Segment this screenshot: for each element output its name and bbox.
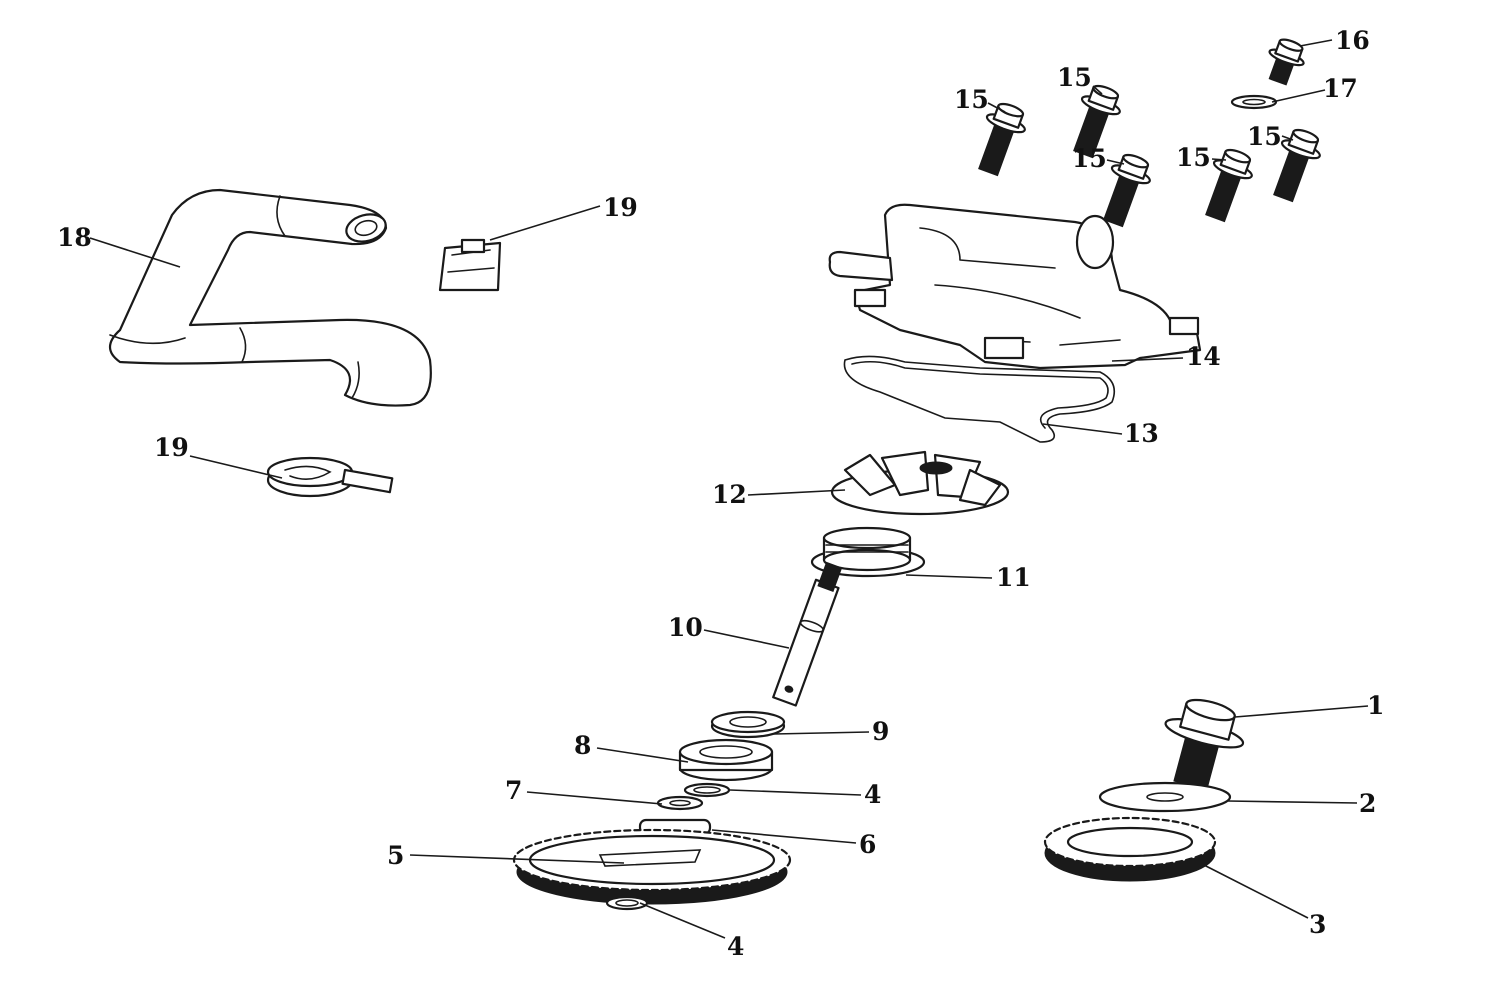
drive-gear-part (1043, 816, 1217, 882)
callout-15-c: 15 (1072, 144, 1107, 173)
shaft-part (772, 561, 843, 707)
callout-10: 10 (668, 613, 703, 642)
callout-11: 11 (996, 563, 1031, 592)
callout-4-upper: 4 (864, 780, 881, 809)
washer-large-part (1098, 781, 1232, 813)
circlip-lower-part (605, 895, 649, 911)
callout-17: 17 (1323, 74, 1358, 103)
callout-6: 6 (859, 830, 876, 859)
sealing-washer-part (1230, 94, 1278, 110)
callout-labels: 1 2 3 4 4 5 6 7 8 9 10 11 12 13 14 15 15… (57, 26, 1384, 961)
gasket-part (843, 355, 1116, 443)
flange-bolt-part (1164, 698, 1245, 791)
callout-18: 18 (57, 223, 92, 252)
seal-part (810, 526, 926, 578)
hose-part (108, 188, 432, 407)
short-bolt-part (1268, 38, 1305, 86)
pump-cover-part (828, 203, 1202, 370)
callout-4-lower: 4 (727, 932, 744, 961)
callout-14: 14 (1186, 342, 1221, 371)
callout-15-b: 15 (1057, 63, 1092, 92)
hose-clamp-upper-part (438, 238, 502, 292)
callout-19-lower: 19 (154, 433, 189, 462)
impeller-part (830, 450, 1010, 516)
circlip-upper-part (683, 782, 731, 798)
callout-16: 16 (1335, 26, 1370, 55)
callout-15-d: 15 (1176, 143, 1211, 172)
callout-12: 12 (712, 480, 747, 509)
callout-15-a: 15 (954, 85, 989, 114)
callout-3: 3 (1309, 910, 1326, 939)
callout-8: 8 (574, 731, 591, 760)
callout-9: 9 (872, 717, 889, 746)
callout-1: 1 (1367, 691, 1384, 720)
callout-7: 7 (505, 776, 522, 805)
callout-2: 2 (1359, 789, 1376, 818)
callout-19-upper: 19 (603, 193, 638, 222)
callout-15-e: 15 (1247, 122, 1282, 151)
oil-seal-part (710, 710, 786, 739)
callout-13: 13 (1124, 419, 1159, 448)
washer-small-part (656, 795, 704, 811)
leader-lines (89, 39, 1369, 939)
driven-gear-part (512, 828, 792, 905)
callout-5: 5 (387, 841, 404, 870)
bearing-part (678, 738, 774, 782)
hose-clamp-lower-part (266, 456, 394, 498)
